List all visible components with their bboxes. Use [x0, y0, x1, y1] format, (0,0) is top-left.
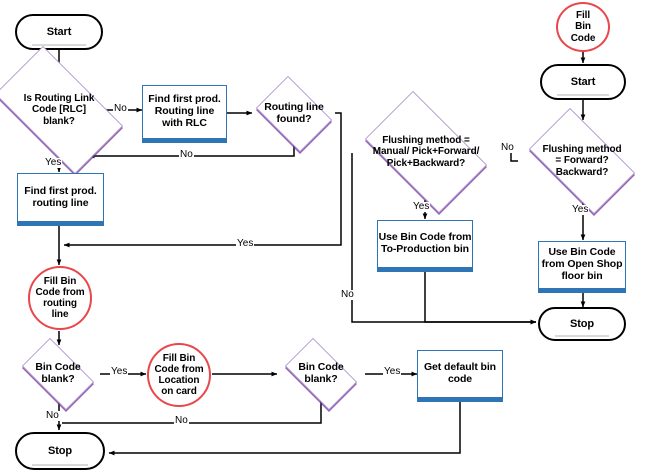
node-process-get-default-bin-code[interactable]: Get default bin code: [417, 350, 503, 402]
edge-label-bin2-yes: Yes: [383, 366, 402, 377]
edge-label-flushing-mp-yes: Yes: [412, 201, 431, 212]
node-label: Start: [570, 75, 596, 88]
node-start-right[interactable]: Start: [540, 64, 626, 100]
edge-found-no: [88, 144, 295, 159]
edge-found-yes: [63, 112, 342, 248]
node-label: Find first prod. Routing line with RLC: [148, 93, 221, 129]
node-label: Bin Code blank?: [35, 361, 81, 385]
edge-label-routing-found-no: No: [179, 149, 194, 160]
node-decision-rlc-blank[interactable]: Is Routing Link Code [RLC] blank?: [0, 46, 139, 174]
node-stop-right[interactable]: Stop: [538, 307, 626, 341]
node-label: Flushing method = Manual/ Pick+Forward/ …: [372, 135, 480, 169]
node-process-use-open-shop-floor-bin[interactable]: Use Bin Code from Open Shop floor bin: [538, 241, 626, 293]
edge-label-flushing-fb-yes: Yes: [571, 204, 590, 215]
edge-label-bin1-yes: Yes: [110, 366, 129, 377]
edge-label-rlc-no: No: [113, 103, 128, 114]
node-process-find-routing-with-rlc[interactable]: Find first prod. Routing line with RLC: [142, 85, 227, 143]
edge-bin2-no: [62, 400, 322, 424]
node-label: Start: [46, 25, 72, 38]
node-label: Use Bin Code from Open Shop floor bin: [541, 246, 623, 282]
node-decision-routing-line-found[interactable]: Routing line found?: [250, 76, 338, 152]
node-circle-fill-bin-code-from-location[interactable]: Fill Bin Code from Location on card: [147, 343, 211, 407]
edge-label-bin2-no: No: [174, 415, 189, 426]
node-decision-flushing-manual-pick[interactable]: Flushing method = Manual/ Pick+Forward/ …: [352, 91, 500, 213]
node-label: Fill Bin Code from routing line: [35, 275, 85, 321]
node-label: Use Bin Code from To-Production bin: [378, 231, 472, 255]
node-label: Fill Bin Code from Location on card: [154, 352, 204, 398]
node-decision-bin-code-blank-2[interactable]: Bin Code blank?: [277, 338, 365, 410]
node-label: Routing line found?: [264, 101, 324, 125]
node-circle-fill-bin-code-from-routing-line[interactable]: Fill Bin Code from routing line: [28, 266, 92, 330]
node-process-find-first-routing-line[interactable]: Find first prod. routing line: [17, 173, 104, 226]
node-start-left[interactable]: Start: [15, 14, 103, 50]
node-circle-fill-bin-code-title[interactable]: Fill Bin Code: [556, 2, 610, 52]
node-label: Flushing method = Forward? Backward?: [542, 144, 622, 178]
node-label: Stop: [47, 444, 73, 457]
edge-label-flushing-fb-no: No: [500, 142, 515, 153]
edge-label-routing-found-yes: Yes: [236, 238, 255, 249]
node-label: Get default bin code: [423, 361, 496, 385]
node-process-use-to-production-bin[interactable]: Use Bin Code from To-Production bin: [377, 220, 473, 272]
node-label: Bin Code blank?: [298, 361, 344, 385]
edge-label-flushing-mp-no: No: [340, 289, 355, 300]
node-label: Fill Bin Code: [570, 10, 596, 44]
node-label: Find first prod. routing line: [24, 184, 97, 209]
node-label: Is Routing Link Code [RLC] blank?: [23, 93, 95, 127]
node-decision-bin-code-blank-1[interactable]: Bin Code blank?: [14, 338, 102, 410]
node-label: Stop: [569, 317, 595, 330]
edge-label-bin1-no: No: [45, 410, 60, 421]
node-stop-left[interactable]: Stop: [15, 432, 105, 470]
edge-toproduction-to-stopright: [424, 272, 537, 325]
node-decision-flushing-forward-backward[interactable]: Flushing method = Forward? Backward?: [517, 108, 647, 214]
edge-label-rlc-yes: Yes: [44, 157, 63, 168]
edge-flushingmp-no: [351, 153, 537, 325]
edge-getdefault-to-stop: [108, 402, 461, 456]
